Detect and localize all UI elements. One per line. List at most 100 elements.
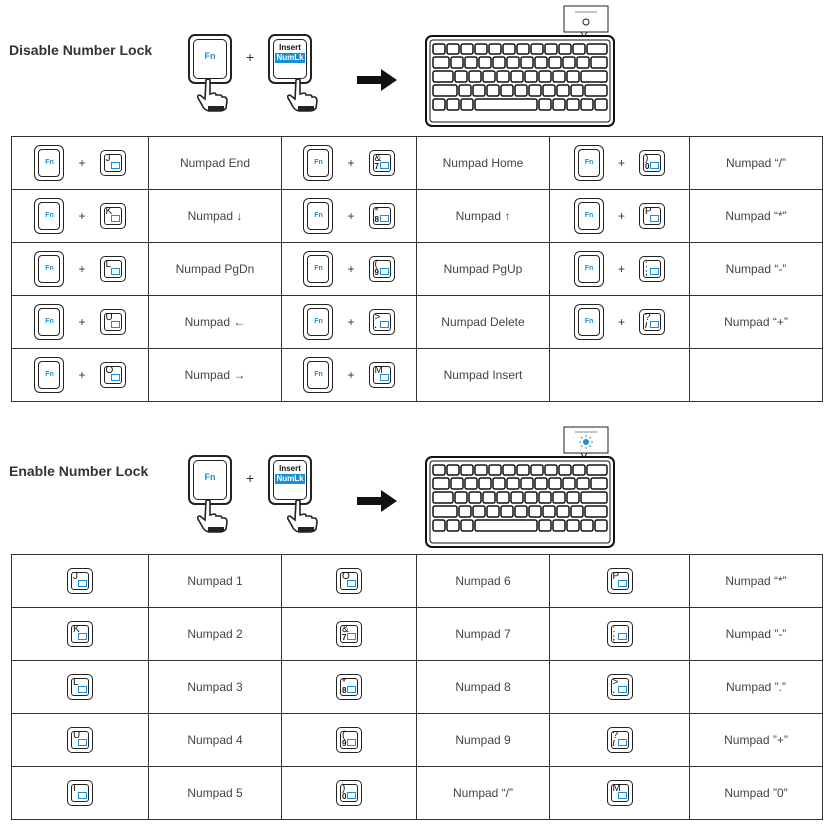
letter-key-icon: P	[606, 568, 633, 594]
key-combo: Fn+K	[12, 198, 148, 234]
label-cell: Numpad 9	[416, 713, 550, 767]
key-cell: Fn + O	[11, 348, 149, 402]
label-cell: Numpad ↓	[148, 189, 282, 243]
label-cell: Numpad 7	[416, 607, 550, 661]
plus-sign: +	[617, 209, 625, 223]
key-cell: Fn+K	[11, 189, 149, 243]
number-lock-indicator-icon	[563, 5, 609, 37]
insert-label: Insert	[279, 43, 301, 52]
fn-key-label: Fn	[584, 265, 594, 272]
numpad-legend-icon	[650, 162, 659, 169]
fn-key-icon: Fn	[303, 198, 334, 234]
plus-sign: +	[347, 156, 355, 170]
key-char: J	[73, 571, 78, 582]
key-char: P	[645, 206, 652, 217]
letter-key-icon: U	[67, 727, 93, 753]
key-cell: Fn+U	[11, 295, 149, 349]
numpad-legend-icon	[110, 374, 120, 381]
label-cell: Numpad 8	[416, 660, 550, 714]
numpad-function-label: Numpad 3	[187, 680, 243, 694]
numpad-legend-icon	[617, 739, 627, 746]
letter-key-icon: &7	[368, 150, 395, 176]
numpad-legend-icon	[617, 686, 627, 693]
numpad-function-label: Numpad “*”	[725, 574, 787, 588]
label-cell: Numpad →	[148, 348, 282, 402]
fn-key-label: Fn	[584, 212, 594, 219]
letter-key-icon: ?/	[639, 309, 665, 335]
enable-section-title: Enable Number Lock	[9, 463, 149, 479]
fn-key-icon: Fn	[34, 145, 65, 181]
numpad-legend-icon	[78, 792, 87, 799]
key-char-secondary: 0	[342, 792, 347, 801]
key-char-secondary: 8	[342, 686, 347, 695]
label-cell: Numpad 5	[148, 766, 282, 820]
key-cell: U	[11, 713, 149, 767]
key-combo: Fn+>.	[282, 304, 416, 340]
key-char: (	[374, 259, 378, 270]
letter-key-icon: (9	[336, 727, 362, 753]
letter-key-icon: >.	[606, 674, 633, 700]
numpad-function-label: Numpad 8	[455, 680, 511, 694]
label-cell: Numpad End	[148, 136, 282, 190]
key-char-secondary: 7	[342, 633, 347, 642]
key-char: >	[612, 677, 619, 688]
fn-key-label: Fn	[314, 371, 323, 378]
letter-key-icon: I	[67, 780, 93, 806]
numpad-function-label: Numpad 4	[187, 733, 243, 747]
label-cell: Numpad ”+”	[689, 713, 823, 767]
label-cell: Numpad “/”	[416, 766, 550, 820]
label-cell: Numpad ”.”	[689, 660, 823, 714]
key-char: U	[73, 730, 81, 741]
numpad-legend-icon	[379, 374, 389, 381]
fn-key-label: Fn	[204, 51, 216, 61]
key-cell: ?/	[549, 713, 690, 767]
key-combo: Fn+(9	[282, 251, 416, 287]
letter-key-icon: J	[67, 568, 93, 594]
label-cell: Numpad ↑	[416, 189, 550, 243]
numpad-legend-icon	[347, 739, 356, 746]
numpad-function-label: Numpad 6	[455, 574, 511, 588]
plus-sign: +	[347, 315, 355, 329]
fn-key-label: Fn	[204, 472, 216, 482]
key-cell: >.	[549, 660, 690, 714]
numpad-function-label: Numpad Delete	[441, 315, 525, 329]
numpad-legend-icon	[110, 321, 120, 328]
key-cell: :;	[549, 607, 690, 661]
key-char-secondary: 9	[342, 739, 347, 748]
numpad-legend-icon	[347, 686, 356, 693]
key-cell: P	[549, 554, 690, 608]
plus-sign: +	[78, 368, 86, 382]
numpad-function-label: Numpad 7	[455, 627, 511, 641]
numpad-function-label: Numpad 5	[187, 786, 243, 800]
key-char: ?	[612, 730, 619, 741]
plus-sign: +	[347, 262, 355, 276]
key-char: M	[612, 783, 621, 794]
letter-key-icon: *8	[368, 203, 395, 229]
key-char: I	[73, 783, 76, 794]
fn-key-label: Fn	[314, 265, 323, 272]
numlk-label: NumLk	[275, 53, 305, 63]
fn-key-icon: Fn	[573, 251, 604, 287]
key-char-secondary: 7	[374, 162, 379, 171]
numpad-legend-icon	[110, 215, 120, 222]
fn-key-label: Fn	[45, 371, 54, 378]
key-char: *	[342, 677, 346, 688]
key-combo: Fn+U	[12, 304, 148, 340]
label-cell: Numpad “+”	[689, 295, 823, 349]
fn-key-label: Fn	[314, 159, 323, 166]
numpad-function-label: Numpad “+”	[724, 315, 788, 329]
fn-key-label: Fn	[584, 159, 594, 166]
key-cell: Fn+J	[11, 136, 149, 190]
key-char: O	[105, 365, 114, 376]
label-cell: Numpad “-”	[689, 242, 823, 296]
numpad-legend-icon	[650, 321, 659, 328]
letter-key-icon: K	[99, 203, 126, 229]
numpad-function-label: Numpad ”.”	[725, 680, 787, 694]
